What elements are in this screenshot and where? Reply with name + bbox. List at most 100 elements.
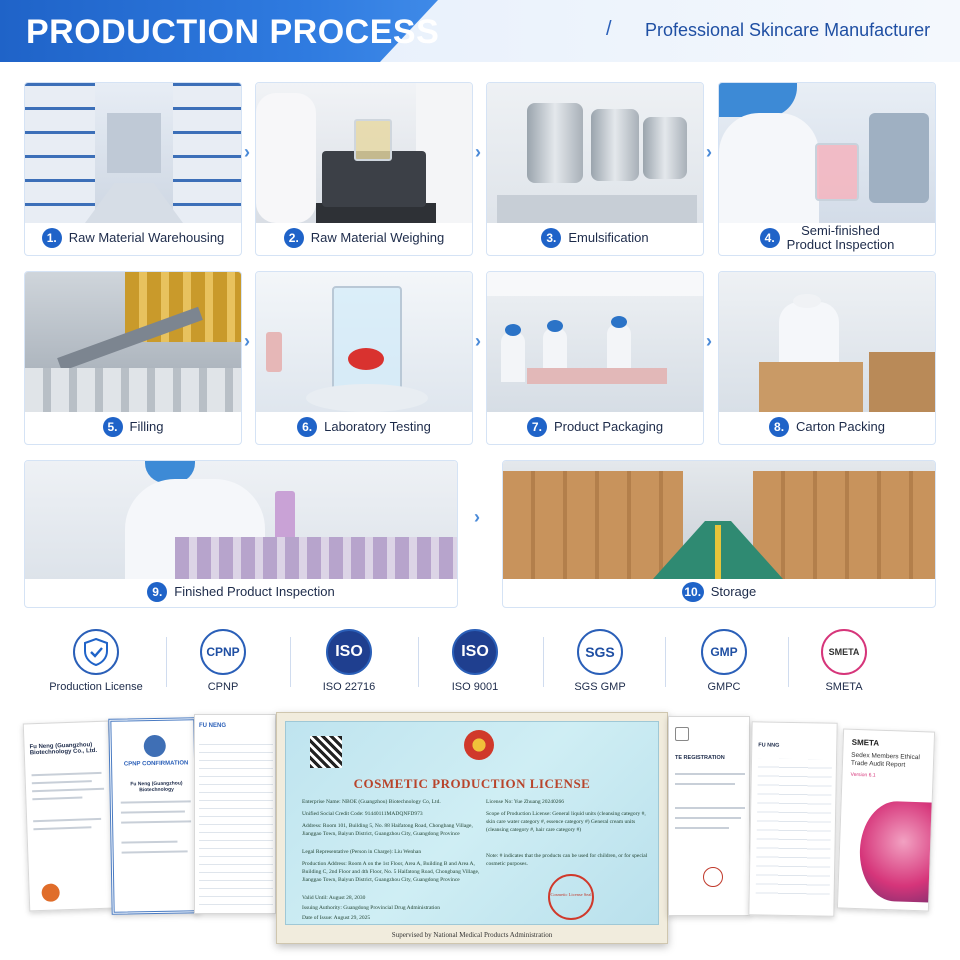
national-emblem-icon (464, 730, 494, 760)
divider (788, 637, 789, 687)
step-label-line-1: Semi-finished (801, 223, 880, 238)
warehouse-photo (25, 83, 241, 223)
chevron-right-icon: › (475, 331, 481, 351)
cosmetic-production-license: COSMETIC PRODUCTION LICENSE Enterprise N… (276, 712, 668, 944)
license-representative: Legal Representative (Person in Charge):… (302, 849, 422, 855)
step-caption-3: 3. Emulsification (487, 221, 703, 255)
step-card-6: 6. Laboratory Testing (255, 271, 473, 445)
document-company: Fu Neng (Guangzhou) Biotechnology (130, 780, 183, 794)
cert-label: SGS GMP (574, 681, 626, 693)
divider (290, 637, 291, 687)
document-title: TE REGISTRATION (675, 755, 725, 761)
document-title: FU NENG (199, 723, 226, 729)
step-label: Raw Material Warehousing (68, 230, 225, 245)
product-packaging-photo (487, 272, 703, 412)
header-title-band (0, 0, 440, 62)
smeta-brand: SMETA (851, 737, 880, 748)
audit-document: FU NNG (748, 721, 838, 917)
certificate-document: Fu Neng (Guangzhou) Biotechnology Co., L… (22, 720, 116, 912)
step-caption-10: 10. Storage (503, 577, 935, 607)
document-title: CPNP CONFIRMATION (123, 760, 189, 768)
cert-label: Production License (49, 681, 143, 693)
worker-photo (858, 800, 934, 903)
iso-logo-icon: ISO (452, 629, 498, 675)
laboratory-testing-photo (256, 272, 472, 412)
license-valid-until: Valid Until: August 28, 2030 (302, 895, 366, 901)
step-card-1: 1. Raw Material Warehousing (24, 82, 242, 256)
step-label: Product Packaging (553, 419, 664, 434)
gmp-logo-icon: GMP (701, 629, 747, 675)
step-label: Emulsification (568, 230, 649, 245)
step-number: 9. (147, 582, 168, 602)
step-label-line-2: Product Inspection (786, 237, 895, 252)
cert-label: CPNP (207, 681, 239, 693)
cert-label: ISO 9001 (451, 681, 499, 693)
step-caption-4: 4. Semi-finished Product Inspection (719, 221, 935, 255)
step-card-9: 9. Finished Product Inspection (24, 460, 458, 608)
step-label: Storage (710, 584, 757, 599)
storage-photo (503, 461, 935, 579)
weighing-photo (256, 83, 472, 223)
shield-check-icon (73, 629, 119, 675)
step-caption-8: 8. Carton Packing (719, 410, 935, 444)
filling-photo (25, 272, 241, 412)
divider (166, 637, 167, 687)
semi-finished-inspection-photo (719, 83, 935, 223)
step-label: Semi-finished Product Inspection (787, 224, 895, 252)
step-number: 8. (769, 417, 790, 437)
page-title: PRODUCTION PROCESS (26, 13, 440, 51)
cert-iso-9001: ISO ISO 9001 (420, 625, 530, 700)
lab-report-document: FU NENG (194, 714, 276, 914)
step-number: 3. (541, 228, 562, 248)
license-issue-date: Date of Issue: August 29, 2025 (302, 915, 371, 921)
divider (665, 637, 666, 687)
cert-iso-22716: ISO ISO 22716 (294, 625, 404, 700)
step-caption-5: 5. Filling (25, 410, 241, 444)
cert-sgs-gmp: SGS SGS GMP (545, 625, 655, 700)
cpnp-certificate-document: CPNP CONFIRMATION Fu Neng (Guangzhou) Bi… (108, 717, 200, 915)
step-caption-9: 9. Finished Product Inspection (25, 577, 457, 607)
smeta-report-title: Sedex Members Ethical Trade Audit Report (850, 751, 920, 769)
license-number: License No: Yue Zhuang 20240266 (486, 799, 565, 805)
document-title: Fu Neng (Guangzhou) Biotechnology Co., L… (29, 742, 98, 757)
chevron-right-icon: › (706, 331, 712, 351)
cert-label: ISO 22716 (322, 681, 376, 693)
carton-packing-photo (719, 272, 935, 412)
license-scope: Scope of Production License: General liq… (486, 811, 646, 833)
step-caption-6: 6. Laboratory Testing (256, 410, 472, 444)
step-label: Laboratory Testing (324, 419, 431, 434)
cert-cpnp: CPNP CPNP (168, 625, 278, 700)
step-card-10: 10. Storage (502, 460, 936, 608)
license-footer: Supervised by National Medical Products … (391, 931, 553, 939)
chevron-right-icon: › (475, 142, 481, 162)
license-production-address: Production Address: Room A on the 1st Fl… (302, 861, 480, 883)
finished-product-inspection-photo (25, 461, 457, 579)
step-number: 2. (283, 228, 304, 248)
page-subtitle: Professional Skincare Manufacturer (645, 20, 931, 40)
step-label: Finished Product Inspection (174, 584, 335, 599)
step-label: Carton Packing (796, 419, 885, 434)
step-card-2: 2. Raw Material Weighing (255, 82, 473, 256)
chevron-right-icon: › (244, 142, 250, 162)
smeta-audit-report-document: SMETA Sedex Members Ethical Trade Audit … (836, 728, 936, 912)
step-card-3: 3. Emulsification (486, 82, 704, 256)
step-card-5: 5. Filling (24, 271, 242, 445)
cert-label: SMETA (825, 681, 863, 693)
step-caption-7: 7. Product Packaging (487, 410, 703, 444)
chevron-right-icon: › (706, 142, 712, 162)
header-banner: PRODUCTION PROCESS / Professional Skinca… (0, 0, 960, 62)
license-note: Note: # indicates that the products can … (486, 853, 648, 867)
step-number: 5. (102, 417, 123, 437)
step-number: 1. (41, 228, 62, 248)
certification-bar: Production License CPNP CPNP ISO ISO 227… (0, 625, 960, 705)
divider (543, 637, 544, 687)
document-title: FU NNG (758, 742, 780, 749)
chevron-right-icon: › (244, 331, 250, 351)
step-number: 7. (526, 417, 547, 437)
header-subtitle-band (380, 0, 960, 62)
emulsification-photo (487, 83, 703, 223)
license-enterprise: Enterprise Name: NBOE (Guangzhou) Biotec… (302, 799, 441, 805)
license-credit-code: Unified Social Credit Code: 91440111MADQ… (302, 811, 423, 817)
step-card-4: 4. Semi-finished Product Inspection (718, 82, 936, 256)
step-label: Filling (129, 419, 164, 434)
